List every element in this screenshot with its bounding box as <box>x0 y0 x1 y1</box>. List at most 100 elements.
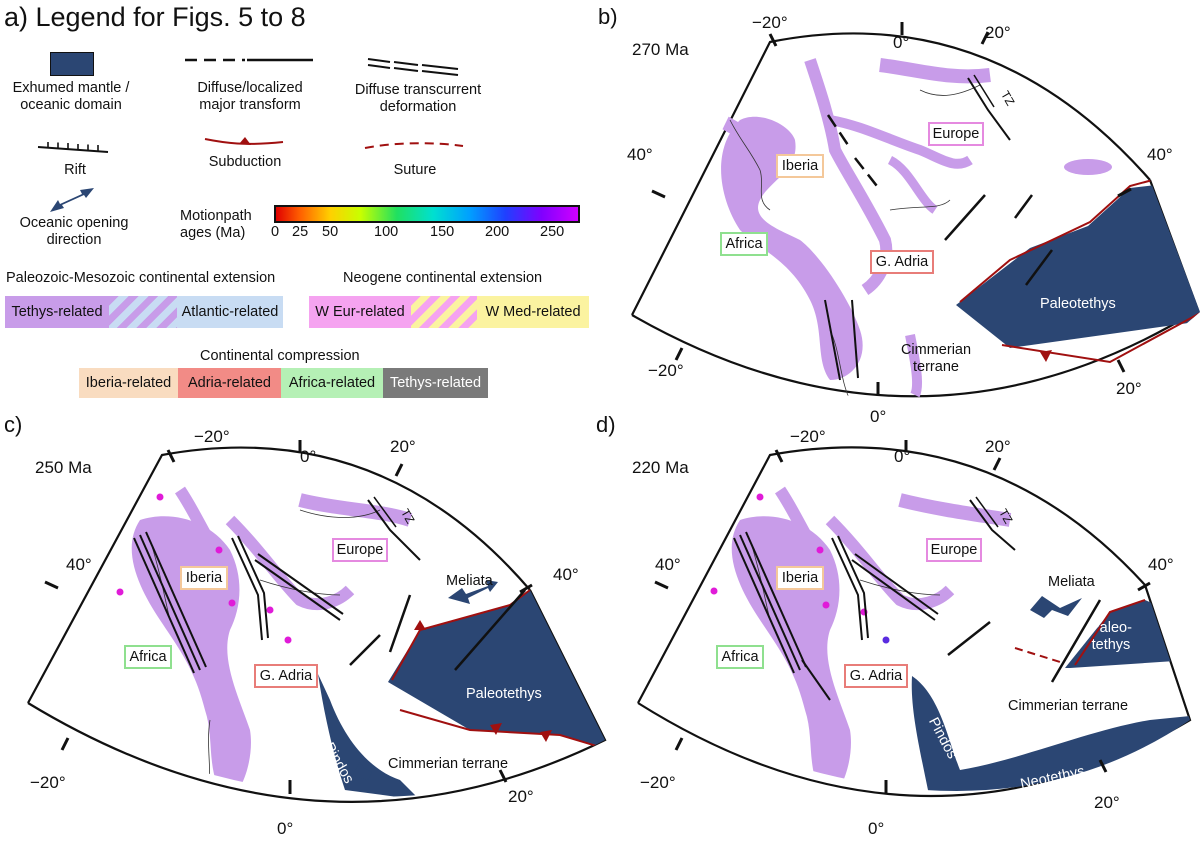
panel-b-europe: Europe <box>928 122 984 146</box>
panel-c-lon-label: 0° <box>300 447 317 466</box>
panel-c-europe: Europe <box>332 538 388 562</box>
neogene-wmed-box: W Med-related <box>477 296 589 328</box>
panel-b-lat-label: 40° <box>1147 145 1173 164</box>
panel-c-iberia: Iberia <box>180 566 228 590</box>
opening-label: Oceanic opening direction <box>19 215 129 248</box>
paleo-heading: Paleozoic-Mesozoic continental extension <box>6 270 276 286</box>
paleo-tethys-label: Tethys-related <box>11 304 103 320</box>
panel-c-meliata: Meliata <box>446 573 493 589</box>
panel-b-age: 270 Ma <box>632 40 689 59</box>
panel-d-iberia: Iberia <box>776 566 824 590</box>
panel-d-bottom-label: −20° <box>640 773 676 792</box>
paleo-atlantic-box: Atlantic-related <box>177 296 283 328</box>
comp-iberia-label: Iberia-related <box>85 375 172 391</box>
panel-d-age: 220 Ma <box>632 458 689 477</box>
panel-b-bottom-label: 0° <box>870 407 887 426</box>
comp-adria-label: Adria-related <box>187 375 271 391</box>
opening-arrow-icon <box>50 188 94 212</box>
rift-symbol <box>37 142 109 153</box>
panel-b-lon-label: 20° <box>985 23 1011 42</box>
panel-d-lon-label: 20° <box>985 437 1011 456</box>
paleo-mixed-box <box>109 296 177 328</box>
panel-d-africa-label: Africa <box>721 649 759 665</box>
panel-c-europe-label: Europe <box>336 542 384 558</box>
neogene-wmed-label: W Med-related <box>485 304 581 320</box>
mantle-label: Exhumed mantle / oceanic domain <box>12 80 130 113</box>
motionpath-tick: 250 <box>540 224 565 240</box>
mantle-swatch <box>50 52 94 76</box>
comp-africa-label: Africa-related <box>288 375 376 391</box>
motionpath-ticks: 0 25 50 100 150 200 250 <box>266 224 586 242</box>
panel-d-label: d) <box>596 412 616 437</box>
panel-c-bottom-label: 20° <box>508 787 534 806</box>
panel-d-europe-label: Europe <box>930 542 978 558</box>
panel-b-lon-label: 0° <box>893 33 910 52</box>
panel-b-label: b) <box>598 4 618 29</box>
panel-b-iberia: Iberia <box>776 154 824 178</box>
panel-c-map <box>27 440 607 803</box>
panel-c-iberia-label: Iberia <box>185 570 223 586</box>
panel-c-adria-label: G. Adria <box>259 668 313 684</box>
panel-c-lon-label: −20° <box>194 427 230 446</box>
neogene-weur-label: W Eur-related <box>315 304 405 320</box>
suture-symbol <box>364 142 464 149</box>
paleo-tethys-box: Tethys-related <box>5 296 109 328</box>
motionpath-label: Motionpath ages (Ma) <box>180 208 252 241</box>
panel-b-iberia-label: Iberia <box>781 158 819 174</box>
motionpath-tick: 0 <box>271 224 280 240</box>
panel-b-africa: Africa <box>720 232 768 256</box>
panel-b-africa-label: Africa <box>725 236 763 252</box>
panel-d-europe: Europe <box>926 538 982 562</box>
neogene-weur-box: W Eur-related <box>309 296 411 328</box>
panel-c-lat-label: 40° <box>553 565 579 584</box>
comp-africa-box: Africa-related <box>281 368 383 398</box>
panel-c-lon-label: 20° <box>390 437 416 456</box>
transcurrent-symbol <box>367 58 459 76</box>
panel-d-lat-label: 40° <box>655 555 681 574</box>
comp-tethys-box: Tethys-related <box>383 368 488 398</box>
legend-title: a) Legend for Figs. 5 to 8 <box>4 2 306 32</box>
panel-d-bottom-label: 0° <box>868 819 885 838</box>
panel-c-paleotethys: Paleotethys <box>466 686 542 702</box>
panel-b-lon-label: −20° <box>752 13 788 32</box>
comp-tethys-label: Tethys-related <box>389 375 482 391</box>
rift-label: Rift <box>64 162 86 178</box>
paleo-atlantic-label: Atlantic-related <box>181 304 279 320</box>
neogene-mixed-box <box>411 296 477 328</box>
panel-d-adria: G. Adria <box>844 664 908 688</box>
panel-b-lat-label: 40° <box>627 145 653 164</box>
panel-d-paleotethys: Paleo- tethys <box>1090 620 1132 653</box>
neogene-heading: Neogene continental extension <box>343 270 543 286</box>
panel-d-meliata: Meliata <box>1048 574 1095 590</box>
panel-d-lon-label: 0° <box>894 447 911 466</box>
panel-d-adria-label: G. Adria <box>849 668 903 684</box>
panel-c-bottom-label: 0° <box>277 819 294 838</box>
panel-b-map <box>631 22 1200 401</box>
panel-b-adria-label: G. Adria <box>875 254 929 270</box>
panel-d-cimmerian: Cimmerian terrane <box>1008 698 1129 714</box>
motionpath-tick: 150 <box>430 224 455 240</box>
motionpath-tick: 100 <box>374 224 399 240</box>
panel-d-bottom-label: 20° <box>1094 793 1120 812</box>
transform-label: Diffuse/localized major transform <box>197 80 303 113</box>
panel-b-cimmerian: Cimmerian terrane <box>900 342 972 375</box>
panel-d-africa: Africa <box>716 645 764 669</box>
motionpath-tick: 200 <box>485 224 510 240</box>
panel-b-bottom-label: 20° <box>1116 379 1142 398</box>
suture-label: Suture <box>393 162 437 178</box>
comp-adria-box: Adria-related <box>178 368 281 398</box>
panel-c-label: c) <box>4 412 23 437</box>
panel-d-iberia-label: Iberia <box>781 570 819 586</box>
panel-c-africa-label: Africa <box>129 649 167 665</box>
subduction-label: Subduction <box>208 154 282 170</box>
panel-c-bottom-label: −20° <box>30 773 66 792</box>
motionpath-colorbar <box>274 205 580 223</box>
panel-c-africa: Africa <box>124 645 172 669</box>
motionpath-tick: 25 <box>292 224 309 240</box>
transform-symbol <box>185 58 313 62</box>
panel-b-adria: G. Adria <box>870 250 934 274</box>
transcurrent-label: Diffuse transcurrent deformation <box>354 82 482 115</box>
panel-b-europe-label: Europe <box>932 126 980 142</box>
comp-iberia-box: Iberia-related <box>79 368 178 398</box>
panel-b-bottom-label: −20° <box>648 361 684 380</box>
